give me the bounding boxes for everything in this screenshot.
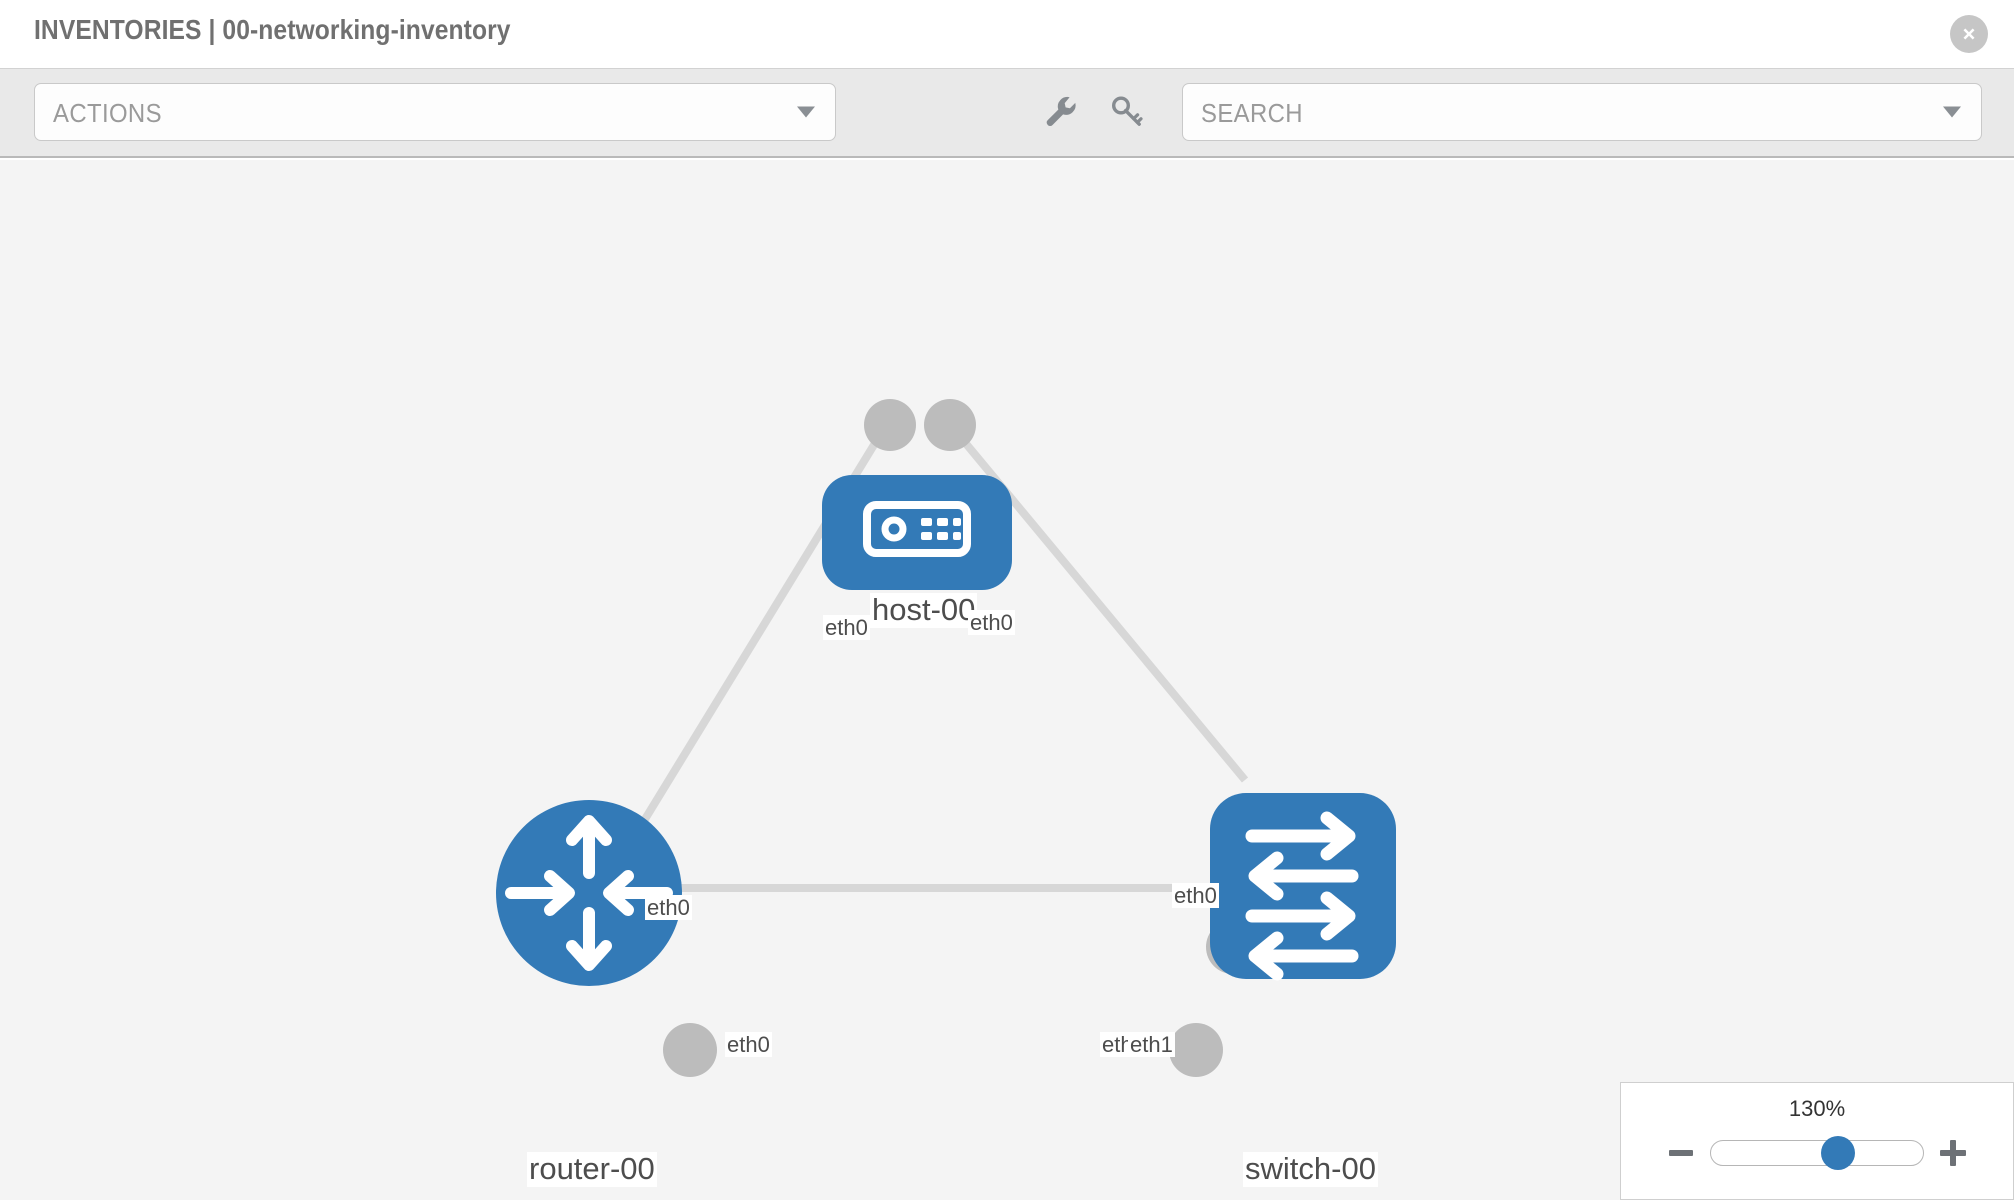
- toolbar: ACTIONS SEARCH: [0, 68, 2014, 158]
- label-host-right-iface: eth0: [968, 610, 1015, 636]
- search-input[interactable]: SEARCH: [1182, 83, 1982, 141]
- plus-icon-vertical: [1950, 1140, 1956, 1166]
- wrench-icon: [1042, 93, 1078, 134]
- interface-router-right[interactable]: [663, 1023, 717, 1077]
- close-icon: [1958, 23, 1980, 45]
- actions-dropdown[interactable]: ACTIONS: [34, 83, 836, 141]
- wrench-button[interactable]: [1038, 91, 1082, 135]
- actions-dropdown-label: ACTIONS: [53, 98, 162, 128]
- server-icon: [863, 501, 971, 557]
- title-bar: INVENTORIES | 00-networking-inventory: [0, 0, 2014, 68]
- chevron-down-icon: [1943, 106, 1961, 118]
- zoom-level-value: 130%: [1788, 1096, 1846, 1121]
- zoom-slider-row: [1621, 1131, 2013, 1175]
- search-placeholder: SEARCH: [1201, 98, 1303, 128]
- minus-icon: [1669, 1150, 1693, 1156]
- label-switch-up-iface: eth0: [1172, 883, 1219, 909]
- switch-arrows-icon: [1245, 811, 1359, 981]
- chevron-down-icon: [797, 106, 815, 118]
- zoom-control-panel: 130%: [1620, 1082, 2014, 1200]
- label-host-00: host-00: [870, 592, 978, 628]
- node-router-00[interactable]: [496, 800, 682, 986]
- key-button[interactable]: [1104, 91, 1148, 135]
- label-switch-00: switch-00: [1243, 1151, 1378, 1187]
- label-router-right-iface: eth0: [725, 1032, 772, 1058]
- node-host-00[interactable]: [822, 475, 1012, 590]
- zoom-out-button[interactable]: [1666, 1138, 1696, 1168]
- close-button[interactable]: [1950, 15, 1988, 53]
- label-host-left-iface: eth0: [823, 615, 870, 641]
- zoom-slider-thumb[interactable]: [1821, 1136, 1856, 1170]
- key-icon: [1108, 93, 1144, 134]
- zoom-slider[interactable]: [1710, 1136, 1924, 1170]
- interface-host-right[interactable]: [924, 399, 976, 451]
- label-router-up-iface: eth0: [645, 895, 692, 921]
- zoom-in-button[interactable]: [1938, 1138, 1968, 1168]
- link-host-switch[interactable]: [944, 419, 1249, 783]
- label-switch-left-iface-b: eth1: [1128, 1032, 1175, 1058]
- topology-canvas[interactable]: eth0 host-00 eth0 eth0 eth0 eth0 eth eth…: [0, 160, 2014, 1200]
- node-switch-00[interactable]: [1210, 793, 1396, 981]
- interface-switch-left[interactable]: [1169, 1023, 1223, 1077]
- interface-host-left[interactable]: [864, 399, 916, 451]
- label-router-00: router-00: [527, 1151, 657, 1187]
- page-title: INVENTORIES | 00-networking-inventory: [34, 14, 511, 45]
- router-arrows-icon: [505, 815, 673, 971]
- topology-svg: [496, 399, 1396, 1077]
